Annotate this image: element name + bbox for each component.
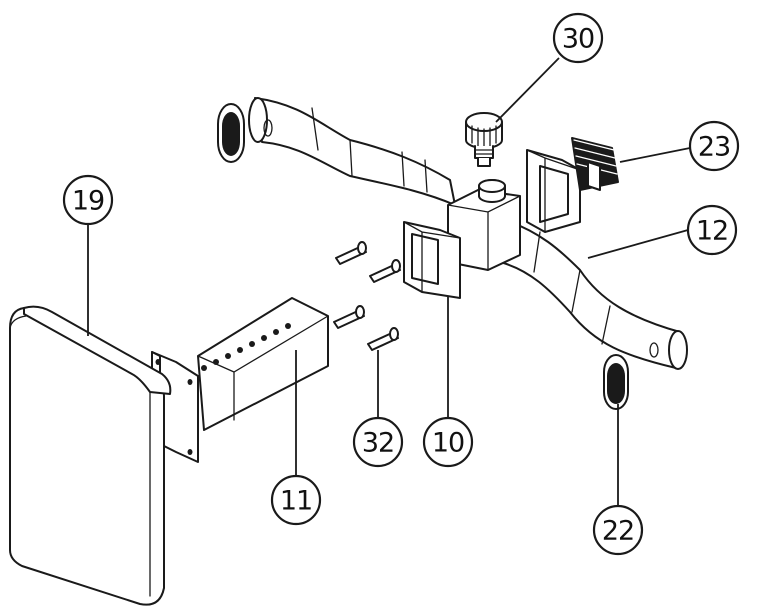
callout-12: 12 bbox=[686, 204, 738, 256]
part-11-support-post bbox=[151, 297, 329, 463]
leader-lines bbox=[87, 57, 691, 506]
callout-22: 22 bbox=[592, 504, 644, 556]
part-22-oval-end-cap bbox=[603, 354, 629, 410]
callout-22-label: 22 bbox=[602, 516, 634, 547]
callout-30: 30 bbox=[552, 12, 604, 64]
callout-19: 19 bbox=[62, 174, 114, 226]
callout-10-label: 10 bbox=[432, 428, 464, 459]
part-23-square-end-caps bbox=[526, 137, 619, 233]
part-10-square-sleeve bbox=[403, 221, 461, 299]
callout-11: 11 bbox=[270, 474, 322, 526]
post-holes bbox=[201, 323, 291, 371]
callout-32: 32 bbox=[352, 416, 404, 468]
callout-12-label: 12 bbox=[696, 216, 728, 247]
callout-23: 23 bbox=[688, 120, 740, 172]
oval-end-cap-top bbox=[217, 103, 245, 163]
central-hub bbox=[447, 179, 521, 271]
part-32-bolts bbox=[333, 241, 401, 351]
part-30-adjustment-knob bbox=[465, 112, 503, 167]
callout-19-label: 19 bbox=[72, 186, 104, 217]
callout-10: 10 bbox=[422, 416, 474, 468]
part-19-pad bbox=[9, 305, 172, 606]
part-12-cross-tube bbox=[248, 97, 688, 370]
callout-11-label: 11 bbox=[280, 486, 312, 517]
callout-30-label: 30 bbox=[562, 24, 594, 55]
callout-23-label: 23 bbox=[698, 132, 730, 163]
callout-32-label: 32 bbox=[362, 428, 394, 459]
